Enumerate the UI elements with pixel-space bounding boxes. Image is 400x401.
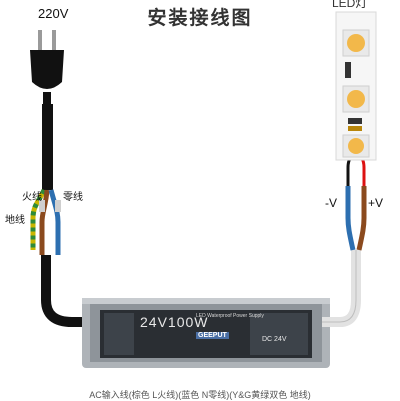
- diagram-title: 安装接线图: [147, 8, 253, 29]
- psu-input-cable: [41, 255, 92, 327]
- led-label: LED灯: [332, 0, 368, 10]
- psu-warning-box: [104, 313, 134, 355]
- psu-dc-label: DC 24V: [262, 336, 287, 343]
- led-chip-2: [347, 90, 365, 108]
- plug-pin-left: [38, 30, 42, 50]
- footer-caption: AC输入线(棕色 L火线)(蓝色 N零线)(Y&G黄绿双色 地线): [89, 390, 311, 400]
- led-negative-lead: [346, 156, 352, 186]
- positive-wire: [356, 186, 367, 251]
- neutral-wire: [48, 189, 61, 255]
- psu-display: 24V100W: [140, 314, 209, 330]
- plug-pin-right: [52, 30, 56, 50]
- neutral-wire-label: 零线: [63, 192, 83, 203]
- led-solder-pad: [348, 126, 362, 131]
- ground-wire-label: 地线: [5, 215, 25, 226]
- psu-output-box: [250, 313, 308, 355]
- live-wire-label: 火线: [22, 192, 42, 203]
- led-resistor-1: [345, 62, 351, 78]
- plug-neck: [43, 92, 51, 106]
- live-wire: [39, 189, 50, 255]
- ground-wire-stripe: [30, 188, 47, 250]
- led-strip: [335, 11, 377, 161]
- plug-body: [30, 50, 64, 89]
- positive-polarity-label: +V: [368, 196, 384, 210]
- live-wire-tip: [39, 200, 45, 212]
- input-voltage-label: 220V: [38, 6, 69, 21]
- neutral-wire-tip: [55, 200, 61, 212]
- psu-case-top: [82, 298, 330, 304]
- input-cable: [42, 104, 53, 190]
- led-resistor-2: [348, 118, 362, 124]
- negative-polarity-label: -V: [325, 196, 337, 210]
- led-chip-3: [348, 138, 364, 154]
- psu-brand: GEEPUT: [196, 332, 229, 339]
- led-positive-lead: [360, 156, 366, 186]
- led-chip-1: [347, 34, 365, 52]
- output-cable-edge: [322, 250, 357, 323]
- power-plug: [30, 30, 64, 106]
- negative-wire: [345, 186, 356, 251]
- psu-subtitle: LED Waterproof Power Supply: [196, 313, 264, 319]
